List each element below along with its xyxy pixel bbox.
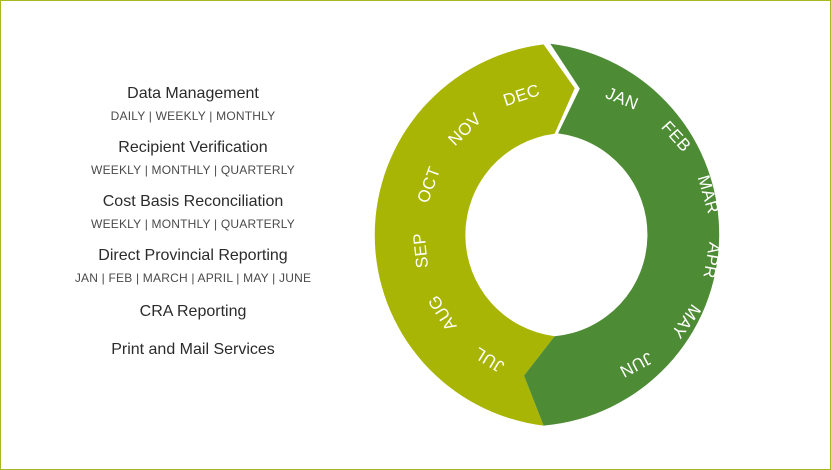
service-direct-provincial-reporting: Direct Provincial Reporting JAN | FEB | … [58, 246, 328, 286]
service-recipient-verification: Recipient Verification WEEKLY | MONTHLY … [58, 138, 328, 178]
month-label-sep: SEP [409, 232, 432, 269]
service-title: Direct Provincial Reporting [98, 247, 288, 264]
service-frequency: WEEKLY | MONTHLY | QUARTERLY [91, 217, 295, 231]
service-list: Data Management DAILY | WEEKLY | MONTHLY… [58, 84, 328, 360]
service-title: Cost Basis Reconciliation [102, 193, 284, 210]
service-frequency: WEEKLY | MONTHLY | QUARTERLY [91, 163, 295, 177]
service-title: CRA Reporting [139, 303, 247, 320]
service-frequency: JAN | FEB | MARCH | APRIL | MAY | JUNE [74, 271, 312, 285]
service-cra-reporting: CRA Reporting [58, 302, 328, 322]
cycle-arc-right [524, 43, 720, 426]
service-data-management: Data Management DAILY | WEEKLY | MONTHLY [58, 84, 328, 124]
service-print-and-mail: Print and Mail Services [58, 340, 328, 360]
cycle-arc-left [374, 44, 575, 426]
service-title: Data Management [127, 85, 259, 102]
service-frequency: DAILY | WEEKLY | MONTHLY [110, 109, 276, 123]
service-cost-basis-reconciliation: Cost Basis Reconciliation WEEKLY | MONTH… [58, 192, 328, 232]
service-title: Print and Mail Services [111, 341, 275, 358]
service-title: Recipient Verification [118, 139, 268, 156]
